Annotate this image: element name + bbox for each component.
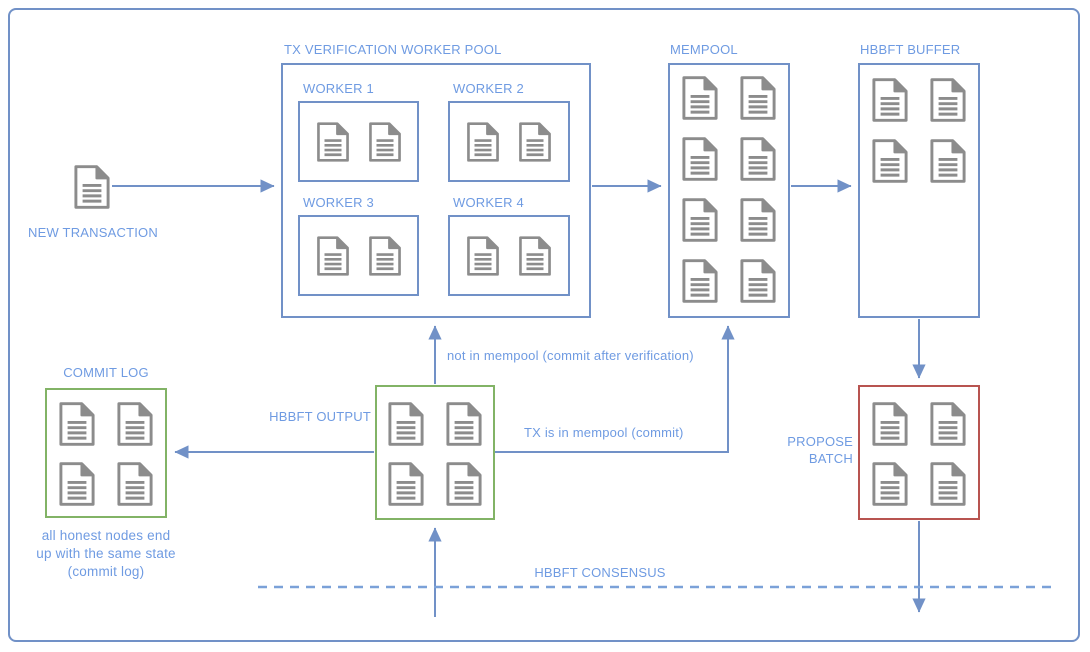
document-icon: [368, 235, 401, 276]
worker4-box: [448, 215, 570, 296]
document-icon: [74, 165, 110, 209]
document-icon: [368, 121, 401, 162]
hbbft-output-label: HBBFT OUTPUT: [269, 409, 371, 424]
worker3-box: [298, 215, 419, 296]
propose-batch-label: PROPOSE BATCH: [763, 433, 853, 467]
document-icon: [930, 402, 966, 446]
document-icon: [316, 121, 349, 162]
document-icon: [59, 402, 95, 446]
document-icon: [519, 235, 551, 276]
worker2-box: [448, 101, 570, 182]
document-icon: [519, 121, 551, 162]
document-icon: [446, 462, 482, 506]
mempool-box: [668, 63, 790, 318]
document-icon: [682, 198, 718, 242]
worker-pool-title: TX VERIFICATION WORKER POOL: [284, 42, 502, 57]
document-icon: [446, 402, 482, 446]
propose-batch-box: [858, 385, 980, 520]
edge-label-not-in-mempool: not in mempool (commit after verificatio…: [447, 348, 694, 363]
commit-log-box: [45, 388, 167, 518]
commit-log-caption: all honest nodes end up with the same st…: [16, 527, 196, 581]
commit-log-caption-line1: all honest nodes end: [41, 528, 171, 543]
new-transaction-label: NEW TRANSACTION: [28, 225, 158, 240]
document-icon: [117, 402, 153, 446]
hbbft-buffer-box: [858, 63, 980, 318]
document-icon: [740, 76, 776, 120]
mempool-title: MEMPOOL: [670, 42, 738, 57]
document-icon: [682, 259, 718, 303]
commit-log-caption-line2: up with the same state: [36, 546, 176, 561]
document-icon: [930, 78, 966, 122]
document-icon: [740, 137, 776, 181]
document-icon: [388, 462, 424, 506]
document-icon: [872, 402, 908, 446]
document-icon: [872, 462, 908, 506]
document-icon: [740, 198, 776, 242]
edge-label-tx-in-mempool: TX is in mempool (commit): [524, 425, 684, 440]
document-icon: [682, 137, 718, 181]
worker1-label: WORKER 1: [303, 81, 374, 96]
document-icon: [316, 235, 349, 276]
worker1-box: [298, 101, 419, 182]
propose-batch-label-line2: BATCH: [808, 451, 853, 466]
document-icon: [467, 235, 499, 276]
document-icon: [59, 462, 95, 506]
worker2-label: WORKER 2: [453, 81, 524, 96]
propose-batch-label-line1: PROPOSE: [787, 434, 853, 449]
new-transaction-doc: [73, 164, 111, 210]
document-icon: [872, 139, 908, 183]
outer-border: [8, 8, 1080, 642]
hbbft-output-box: [375, 385, 495, 520]
commit-log-title: COMMIT LOG: [63, 365, 149, 380]
hbbft-buffer-title: HBBFT BUFFER: [860, 42, 961, 57]
document-icon: [740, 259, 776, 303]
worker4-label: WORKER 4: [453, 195, 524, 210]
document-icon: [930, 462, 966, 506]
document-icon: [117, 462, 153, 506]
document-icon: [467, 121, 499, 162]
commit-log-caption-line3: (commit log): [67, 564, 145, 579]
document-icon: [872, 78, 908, 122]
edge-label-hbbft-consensus: HBBFT CONSENSUS: [534, 565, 666, 580]
document-icon: [388, 402, 424, 446]
document-icon: [930, 139, 966, 183]
worker3-label: WORKER 3: [303, 195, 374, 210]
document-icon: [682, 76, 718, 120]
